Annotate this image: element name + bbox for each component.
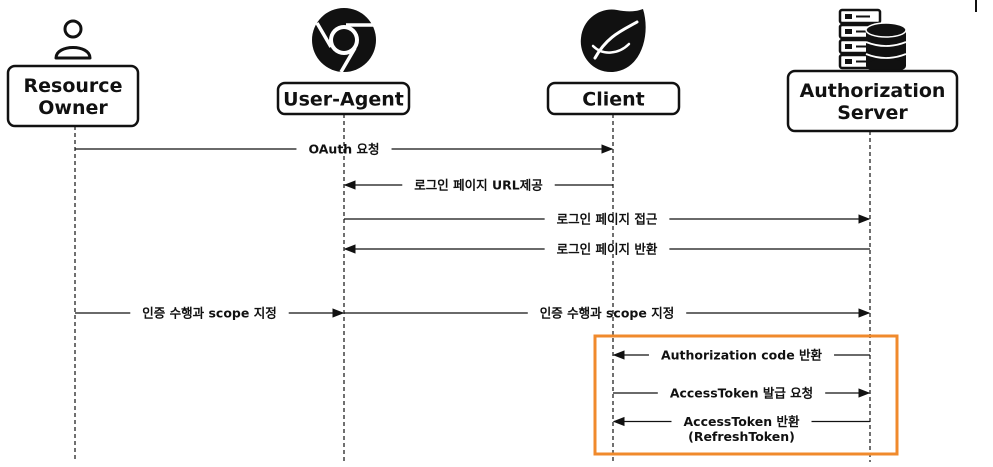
message-5: 인증 수행과 scope 지정 (75, 306, 345, 321)
message-label: 인증 수행과 scope 지정 (142, 306, 276, 321)
message-4: 로그인 페이지 반환 (343, 242, 870, 257)
message-3: 로그인 페이지 접근 (344, 212, 871, 227)
participant-label: User-Agent (283, 89, 404, 111)
message-label: 로그인 페이지 URL제공 (414, 178, 543, 193)
edge-mark (975, 0, 977, 12)
message-label: Authorization code 반환 (661, 348, 823, 363)
message-label: AccessToken 발급 요청 (670, 386, 813, 401)
participant-label: Client (582, 89, 644, 111)
message-label: AccessToken 반환 (683, 414, 800, 429)
spring-leaf-icon (580, 9, 646, 73)
message-label: 로그인 페이지 접근 (557, 212, 658, 227)
message-7: Authorization code 반환 (612, 348, 870, 363)
message-label: (RefreshToken) (688, 429, 795, 444)
participant-label: Owner (38, 97, 108, 119)
message-2: 로그인 페이지 URL제공 (343, 178, 613, 193)
message-1: OAuth 요청 (75, 142, 614, 157)
message-label: 인증 수행과 scope 지정 (540, 306, 674, 321)
participant-box (546, 81, 681, 116)
participant-label: Resource (24, 75, 123, 97)
message-label: 로그인 페이지 반환 (557, 242, 658, 257)
participant-user-agent: User-Agent (276, 81, 411, 116)
participant-box (6, 64, 140, 128)
participant-box (276, 81, 411, 116)
participant-label: Server (837, 102, 908, 124)
participant-box (786, 69, 959, 133)
participant-client: Client (546, 81, 681, 116)
participant-label: Authorization (800, 80, 946, 102)
message-label: OAuth 요청 (308, 142, 379, 157)
message-6: 인증 수행과 scope 지정 (344, 306, 871, 321)
chrome-icon (312, 8, 376, 73)
message-9: AccessToken 반환(RefreshToken) (612, 414, 870, 444)
person-icon (54, 19, 92, 60)
message-8: AccessToken 발급 요청 (613, 386, 871, 401)
highlight-box (593, 334, 899, 456)
server-database-icon (838, 8, 907, 73)
